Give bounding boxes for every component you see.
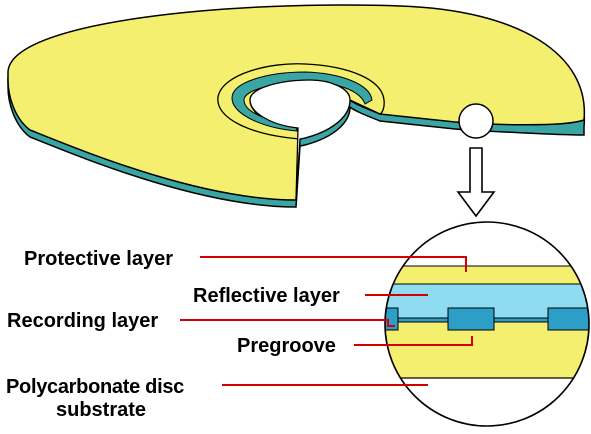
- label-substrate-line2: substrate: [56, 399, 146, 421]
- zoom-circle-icon: [384, 221, 590, 427]
- leader-pregroove: [354, 336, 473, 346]
- leader-lines: [180, 256, 473, 386]
- leader-protective: [200, 256, 467, 272]
- labels: Protective layer Reflective layer Record…: [6, 248, 340, 421]
- protective-layer: [385, 265, 589, 285]
- down-arrow-icon: [456, 147, 496, 218]
- zoom-spot-circle: [458, 103, 494, 139]
- label-pregroove: Pregroove: [237, 335, 336, 357]
- reflective-layer: [385, 283, 589, 319]
- leader-recording: [180, 319, 395, 327]
- disc-hub-hole: [249, 79, 351, 201]
- label-substrate-line1: Polycarbonate disc: [6, 376, 184, 398]
- label-protective-layer: Protective layer: [24, 248, 173, 270]
- label-reflective-layer: Reflective layer: [193, 285, 340, 307]
- disc-illustration: [7, 4, 586, 208]
- label-recording-layer: Recording layer: [7, 310, 158, 332]
